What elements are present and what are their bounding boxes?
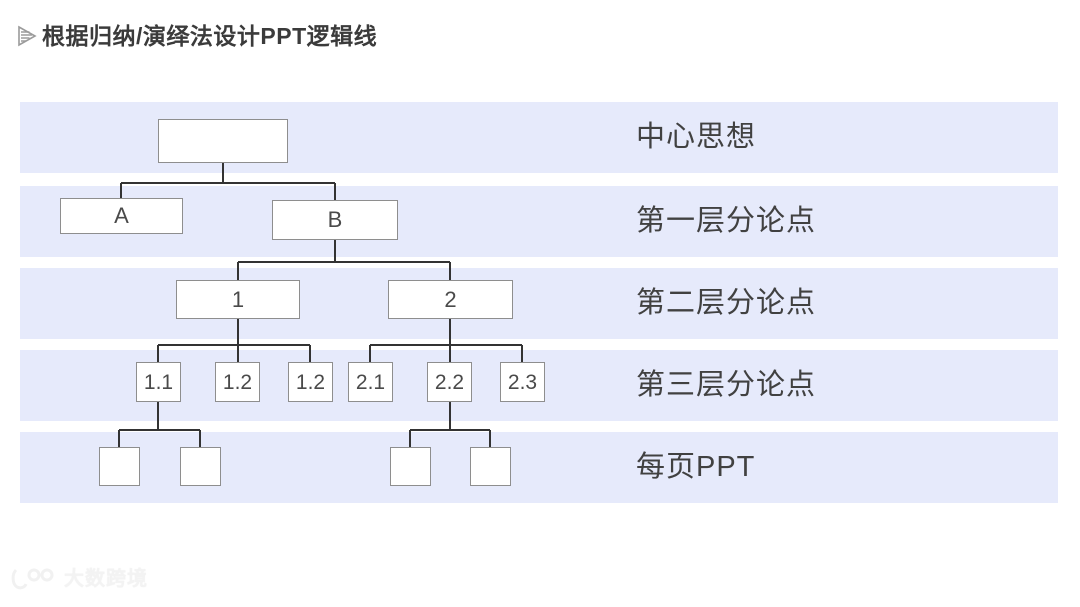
node-1-1[interactable]: 1.1 <box>136 362 181 402</box>
logo-mark-icon <box>11 568 54 590</box>
node-root[interactable] <box>158 119 288 163</box>
node-2-2[interactable]: 2.2 <box>427 362 472 402</box>
title-text: 根据归纳/演绎法设计PPT逻辑线 <box>42 22 378 49</box>
row-label-level-one: 第一层分论点 <box>636 205 817 237</box>
node-page-3[interactable] <box>390 447 431 486</box>
row-label-level-three: 第三层分论点 <box>636 369 817 401</box>
page-title: 根据归纳/演绎法设计PPT逻辑线 <box>16 24 377 48</box>
node-1[interactable]: 1 <box>176 280 300 319</box>
node-b[interactable]: B <box>272 200 398 240</box>
row-label-center-idea: 中心思想 <box>636 121 757 153</box>
node-2[interactable]: 2 <box>388 280 513 319</box>
row-label-per-page-ppt: 每页PPT <box>636 451 756 483</box>
node-page-1[interactable] <box>99 447 140 486</box>
node-1-2a[interactable]: 1.2 <box>215 362 260 402</box>
node-page-4[interactable] <box>470 447 511 486</box>
node-2-3[interactable]: 2.3 <box>500 362 545 402</box>
watermark: 大数跨境 <box>10 566 148 592</box>
node-1-2b[interactable]: 1.2 <box>288 362 333 402</box>
play-triangle-icon <box>18 25 37 47</box>
row-band-2 <box>20 186 1058 257</box>
row-label-level-two: 第二层分论点 <box>636 287 817 319</box>
node-a[interactable]: A <box>60 198 183 234</box>
watermark-text: 大数跨境 <box>64 568 148 590</box>
node-2-1[interactable]: 2.1 <box>348 362 393 402</box>
node-page-2[interactable] <box>180 447 221 486</box>
